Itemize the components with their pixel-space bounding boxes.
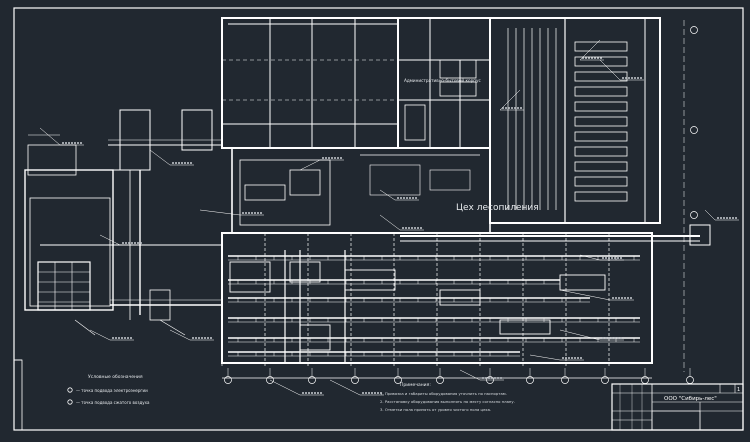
axis-markers	[224, 20, 698, 384]
leader-line	[559, 289, 611, 301]
legend-item-air: — точка подвода сжатого воздуха	[76, 400, 150, 405]
axis-bubble	[690, 126, 698, 134]
leader-line	[169, 329, 191, 341]
rack-slot	[574, 56, 628, 67]
axis-bubble	[690, 211, 698, 219]
conveyor-lines	[228, 250, 640, 362]
axis-bubble	[690, 26, 698, 34]
rack-slot	[574, 101, 628, 112]
notes-title: Примечания:	[400, 382, 431, 388]
rack-slot	[574, 176, 628, 187]
legend-marker-power	[67, 387, 73, 393]
leader-line	[579, 254, 601, 261]
rack-slot	[574, 161, 628, 172]
note-1: 1. Привязка и габариты оборудования уточ…	[380, 391, 507, 396]
leader-line	[579, 39, 601, 61]
leader-line	[599, 59, 621, 81]
leader-line	[499, 89, 521, 111]
axis-bubble	[394, 376, 402, 384]
workshop-label: Цех лесопиления	[456, 203, 539, 213]
machine	[559, 274, 606, 291]
company-name: ООО "Сибирь-лес"	[664, 396, 717, 402]
rack-slot	[574, 41, 628, 52]
leader-line	[89, 329, 111, 341]
note-2: 2. Расстановку оборудования выполнять по…	[380, 399, 515, 404]
machine	[229, 261, 271, 293]
storage-racks	[507, 28, 628, 210]
leader-line	[149, 149, 171, 166]
axis-bubble	[308, 376, 316, 384]
machine	[439, 289, 481, 306]
leader-line	[529, 354, 561, 361]
sheet-number: 1	[737, 387, 740, 393]
leader-line	[99, 234, 121, 246]
machine	[289, 261, 321, 283]
leader-line	[329, 379, 361, 396]
rack-slot	[574, 116, 628, 127]
leader-line	[269, 379, 301, 396]
axis-bubble	[224, 376, 232, 384]
legend-marker-air	[67, 399, 73, 405]
machine	[499, 319, 551, 335]
callout-leaders	[39, 39, 739, 396]
axis-bubble	[266, 376, 274, 384]
leader-line	[299, 159, 321, 171]
leader-line	[379, 189, 396, 201]
axis-bubble	[601, 376, 609, 384]
axis-bubble	[436, 376, 444, 384]
leader-line	[559, 329, 601, 341]
legend-title: Условные обозначения	[88, 374, 143, 380]
rack-slot	[574, 146, 628, 157]
axis-bubble	[526, 376, 534, 384]
axis-bubble	[561, 376, 569, 384]
rack-slot	[574, 86, 628, 97]
note-3: 3. Отметки пола принять от уровня чистог…	[380, 407, 491, 412]
leader-line	[379, 214, 401, 231]
leader-line	[199, 209, 241, 216]
leader-line	[39, 127, 61, 146]
rack-slot	[574, 71, 628, 82]
transfer-line	[400, 224, 711, 246]
admin-label: Административно-бытовой корпус	[404, 78, 481, 83]
legend-item-power: — точка подвода электроэнергии	[76, 388, 148, 393]
leader-line	[459, 369, 481, 381]
storage-building	[489, 17, 661, 224]
leader-line	[704, 209, 716, 221]
left-structure	[24, 109, 222, 336]
rack-slot	[574, 131, 628, 142]
title-block	[611, 383, 744, 431]
axis-bubble	[351, 376, 359, 384]
drawing-frame	[13, 7, 744, 431]
rack-slot	[574, 191, 628, 202]
